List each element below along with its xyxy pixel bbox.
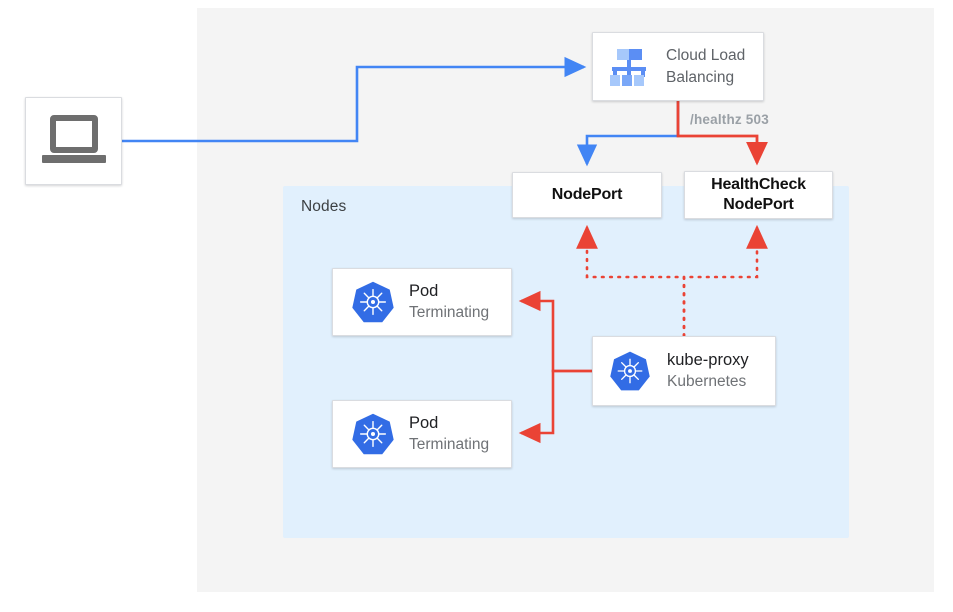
kube-proxy-text: kube-proxy Kubernetes bbox=[667, 350, 749, 392]
nodeport-label: NodePort bbox=[551, 186, 623, 204]
pod-subtitle-1: Terminating bbox=[409, 303, 490, 321]
nodes-region-label: Nodes bbox=[301, 198, 347, 215]
cloud-load-balancing-label-line2: Balancing bbox=[666, 68, 735, 86]
cloud-load-balancing-icon bbox=[607, 48, 651, 86]
healthz-annotation: /healthz 503 bbox=[690, 112, 769, 127]
kube-proxy-box[interactable]: kube-proxy Kubernetes bbox=[592, 336, 776, 406]
pod-text-1: Pod Terminating bbox=[409, 281, 489, 323]
client-node[interactable] bbox=[25, 97, 122, 185]
pod-box-2[interactable]: Pod Terminating bbox=[332, 400, 512, 468]
kubernetes-icon bbox=[351, 412, 395, 456]
pod-subtitle-2: Terminating bbox=[409, 435, 490, 453]
laptop-screen-shape bbox=[49, 115, 98, 153]
healthcheck-nodeport-box[interactable]: HealthCheck NodePort bbox=[684, 171, 833, 219]
kubernetes-icon bbox=[609, 350, 651, 392]
pod-title-2: Pod bbox=[409, 413, 439, 432]
healthcheck-nodeport-label-line1: HealthCheck bbox=[711, 176, 806, 194]
laptop-base-shape bbox=[41, 155, 106, 163]
kube-proxy-title: kube-proxy bbox=[667, 350, 749, 369]
pod-title-1: Pod bbox=[409, 281, 439, 300]
pod-box-1[interactable]: Pod Terminating bbox=[332, 268, 512, 336]
cloud-load-balancing-label-line1: Cloud Load bbox=[666, 46, 746, 64]
laptop-icon bbox=[41, 115, 106, 167]
cloud-load-balancing-label: Cloud Load Balancing bbox=[666, 45, 745, 89]
pod-text-2: Pod Terminating bbox=[409, 413, 489, 455]
healthcheck-nodeport-label-line2: NodePort bbox=[723, 196, 794, 213]
kubernetes-icon bbox=[351, 280, 395, 324]
healthcheck-nodeport-label: HealthCheck NodePort bbox=[711, 175, 806, 214]
nodeport-box[interactable]: NodePort bbox=[512, 172, 662, 218]
cloud-load-balancing-node[interactable]: Cloud Load Balancing bbox=[592, 32, 764, 101]
kube-proxy-subtitle: Kubernetes bbox=[667, 372, 747, 390]
